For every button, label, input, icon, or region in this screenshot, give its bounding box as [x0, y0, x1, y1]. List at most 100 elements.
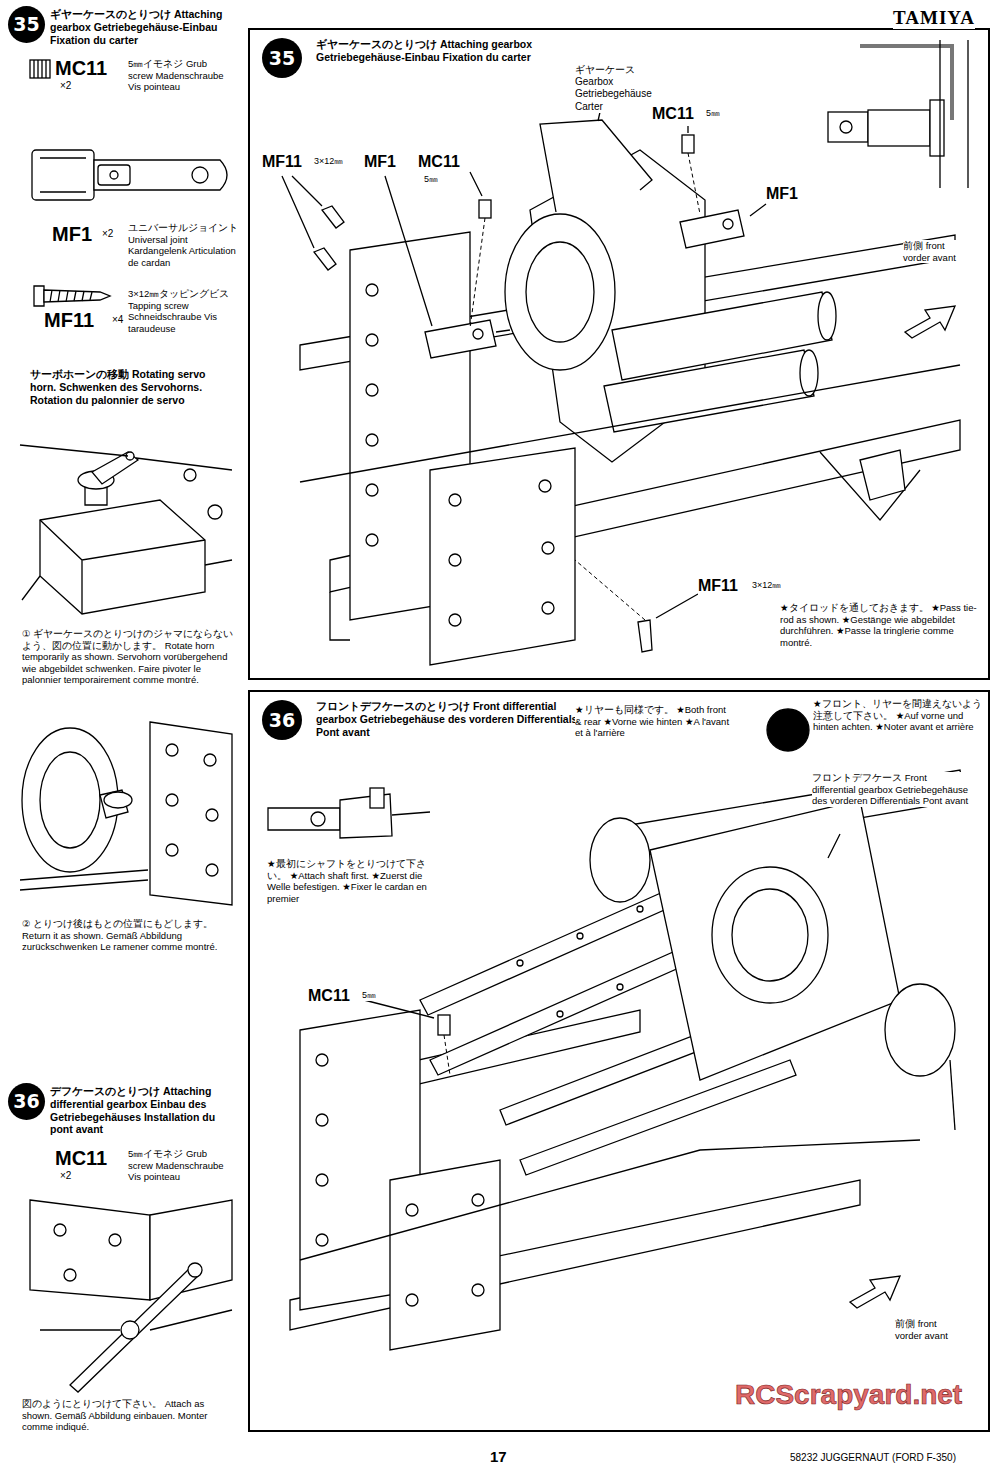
- shaft-inset: [268, 808, 340, 830]
- front-arrow: [850, 1276, 900, 1308]
- gearbox-housing: [505, 214, 615, 370]
- gearbox-sketch: [206, 809, 218, 821]
- servo-sketch: [20, 445, 232, 470]
- tapping-screw-icon: [44, 290, 110, 302]
- note-text: ×2: [60, 80, 71, 92]
- front-plate: [430, 448, 575, 665]
- front-plate: [449, 614, 461, 626]
- step-number: 35: [13, 15, 39, 34]
- note-text: ★タイロッドを通しておきます。 ★Pass tie-rod as shown. …: [780, 602, 985, 648]
- suspension-link: [420, 880, 698, 1015]
- step-number-circle: 35: [8, 6, 45, 43]
- front-differential-gearbox: [590, 818, 650, 902]
- gearbox-sketch: [104, 792, 132, 808]
- note-text: ① ギヤーケースのとりつけのジャマにならないよう、図の位置に動かします。 Rot…: [22, 628, 234, 686]
- suspension-link: [617, 984, 623, 990]
- screw: [438, 1015, 450, 1035]
- step-number-circle: 36: [8, 1083, 45, 1120]
- shaft-inset: [392, 812, 430, 815]
- gearbox-housing: [526, 242, 594, 342]
- side-plate: [366, 534, 378, 546]
- leader-line: [282, 112, 766, 620]
- chassis-frame: [316, 1114, 328, 1126]
- screw: [682, 135, 694, 153]
- front-plate: [539, 480, 551, 492]
- tie-rod: [300, 1140, 920, 1260]
- universal-joint-icon: [110, 171, 118, 179]
- grub-screw-icon: [30, 60, 50, 78]
- note-text: 5㎜: [706, 108, 720, 119]
- servo-sketch: [208, 505, 222, 519]
- gearbox-sketch: [20, 870, 148, 890]
- chassis-frame: [316, 1054, 328, 1066]
- chassis-frame: [290, 1010, 860, 1350]
- side-plate: [350, 232, 470, 620]
- front-plate: [542, 542, 554, 554]
- chassis-frame: [472, 1194, 484, 1206]
- suspension-link: [637, 906, 643, 912]
- chassis-frame: [860, 450, 905, 500]
- part-code: MF1: [52, 222, 92, 246]
- screw: [438, 1015, 450, 1035]
- diff-mount-sketch: [30, 1200, 150, 1300]
- universal-joint: [496, 330, 510, 332]
- leader-line: [282, 112, 766, 618]
- diff-mount-sketch: [150, 1200, 232, 1300]
- universal-joint: [425, 210, 744, 358]
- part-code: MF11: [698, 576, 738, 596]
- watermark: RCScrapyard.net: [735, 1378, 962, 1412]
- front-differential-gearbox: [950, 1060, 955, 1130]
- note-text: ユニバーサルジョイント Universal joint Kardangelenk…: [128, 222, 240, 268]
- tapping-screw-icon: [50, 290, 92, 302]
- chassis-frame: [316, 1234, 328, 1246]
- screw: [314, 135, 694, 652]
- suspension-link: [577, 933, 583, 939]
- tie-rod-inset: [930, 100, 944, 156]
- tie-rod-inset: [828, 40, 968, 188]
- note-text: ★フロント、リヤーを間違えないよう注意して下さい。 ★Auf vorne und…: [813, 698, 985, 733]
- servo-sketch: [184, 469, 196, 481]
- gearbox-sketch: [166, 844, 178, 856]
- note-text: ×2: [60, 1170, 71, 1182]
- side-plate: [366, 284, 378, 296]
- note-text: 前側 front vorder avant: [903, 240, 958, 263]
- screw: [314, 248, 336, 270]
- leader-line: [470, 153, 700, 620]
- part-code: MF1: [364, 152, 396, 172]
- caution-mark: [767, 709, 809, 751]
- gearbox-sketch: [150, 722, 232, 905]
- note-text: 5㎜: [424, 174, 438, 185]
- tie-rod: [300, 365, 960, 482]
- note-text: フロントデフケース Front differential gearbox Get…: [812, 772, 972, 807]
- screw: [322, 206, 344, 228]
- part-code: MF11: [44, 308, 94, 332]
- diff-mount-sketch: [64, 1269, 76, 1281]
- diff-mount-sketch: [54, 1224, 66, 1236]
- tie-rod: [300, 1140, 920, 1260]
- part-code: MF1: [766, 184, 798, 204]
- universal-joint: [473, 329, 483, 339]
- note-text: ギヤーケースのとりつけ Attaching gearbox Getriebege…: [50, 8, 240, 46]
- shaft-inset: [311, 812, 325, 826]
- note-text: 58232 JUGGERNAUT (FORD F-350): [790, 1452, 990, 1464]
- chassis-frame: [406, 1294, 418, 1306]
- note-text: 5㎜イモネジ Grub screw Madenschraube Vis poin…: [128, 1148, 228, 1183]
- part-code: MC11: [55, 1146, 107, 1170]
- step-number-circle: 35: [262, 38, 302, 78]
- part-code: 17: [490, 1448, 507, 1466]
- side-plate: [350, 232, 470, 620]
- part-code: MF11: [262, 152, 302, 172]
- universal-joint-icon: [32, 150, 227, 200]
- note-text: 前側 front vorder avant: [895, 1318, 955, 1341]
- suspension-link: [517, 960, 523, 966]
- part-code: MC11: [652, 104, 694, 124]
- diff-mount-sketch: [40, 1310, 232, 1330]
- note-text: ×4: [112, 314, 123, 326]
- shaft-inset: [370, 788, 384, 808]
- grub-screw-icon: [30, 60, 50, 78]
- front-differential-gearbox: [732, 889, 808, 981]
- universal-joint-icon: [32, 150, 94, 200]
- front-arrow: [850, 1276, 900, 1308]
- suspension-link: [557, 1011, 563, 1017]
